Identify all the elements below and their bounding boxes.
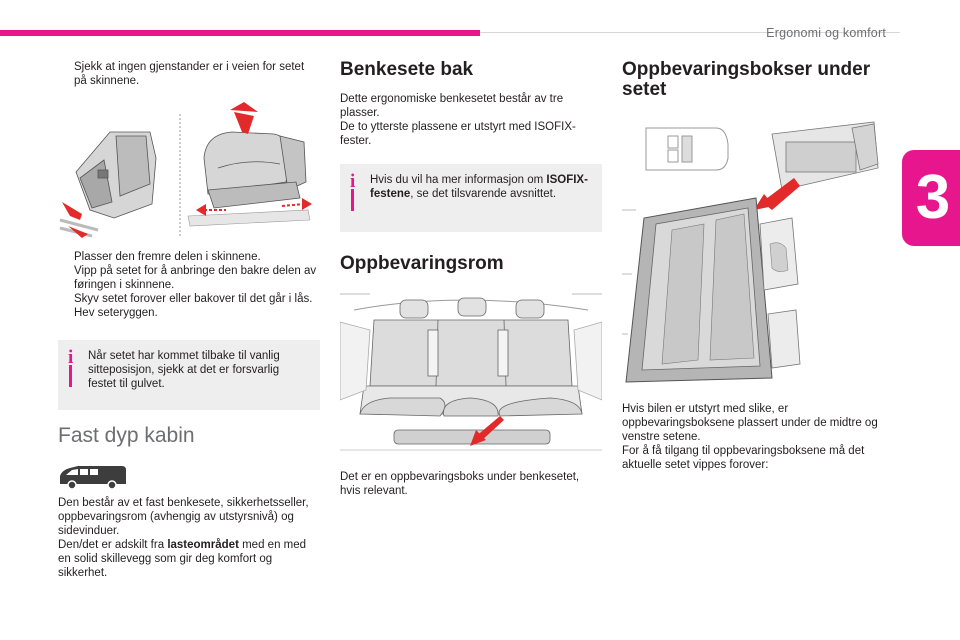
header-rule xyxy=(480,32,900,33)
underseat-text: For å få tilgang til oppbevaringsboksene… xyxy=(622,445,865,471)
storage-tray-drawing xyxy=(625,197,801,383)
cabin-desc-line: Den består av et fast benkesete, sikkerh… xyxy=(58,497,309,537)
instruction-text: Sjekk at ingen gjenstander er i veien fo… xyxy=(74,61,305,87)
instruction-text: Skyv setet forover eller bakover til det… xyxy=(74,293,313,305)
instruction-item: Sjekk at ingen gjenstander er i veien fo… xyxy=(58,60,320,88)
section-title-underseat: Oppbevaringsbokser under setet xyxy=(622,59,871,100)
column-right: Oppbevaringsbokser under setet xyxy=(622,60,884,472)
instruction-item: Vipp på setet for å anbringe den bakre d… xyxy=(58,264,320,292)
bench-text: De to ytterste plassene er utstyrt med I… xyxy=(340,121,576,147)
cabin-description: Den består av et fast benkesete, sikkerh… xyxy=(58,496,320,580)
column-left: Sjekk at ingen gjenstander er i veien fo… xyxy=(58,60,320,580)
instruction-text: Vipp på setet for å anbringe den bakre d… xyxy=(74,265,317,291)
info-icon: i xyxy=(350,171,356,211)
section-title: Fast dyp kabin xyxy=(58,424,195,447)
seat-rail-illustration xyxy=(58,98,320,238)
info-icon: i xyxy=(68,347,74,387)
section-title-bench: Benkesete bak xyxy=(340,59,474,80)
instruction-text: Plasser den fremre delen i skinnene. xyxy=(74,251,261,263)
underseat-description: Hvis bilen er utstyrt med slike, er oppb… xyxy=(622,402,884,472)
chapter-tab: 3 xyxy=(902,150,960,246)
section-title-storage: Oppbevaringsrom xyxy=(340,253,504,274)
chapter-title: Ergonomi og komfort xyxy=(766,26,886,40)
info-text: Når setet har kommet tilbake til vanlig … xyxy=(88,350,280,390)
info-box: i Når setet har kommet tilbake til vanli… xyxy=(58,340,320,410)
van-icon xyxy=(60,466,126,490)
desc-bold-term: lasteområdet xyxy=(167,539,239,551)
info-bold-term: ISOFIX-festene xyxy=(370,174,588,200)
cabin-desc-line: Den/det er adskilt fra lasteområdet med … xyxy=(58,538,320,580)
storage-text: Det er en oppbevaringsboks under benkese… xyxy=(340,471,580,497)
bench-text: Dette ergonomiske benkesetet består av t… xyxy=(340,93,564,119)
bench-description: Dette ergonomiske benkesetet består av t… xyxy=(340,92,602,148)
accent-bar xyxy=(0,30,480,36)
desc-text: Den/det er adskilt fra xyxy=(58,539,168,551)
bench-seat-drawing xyxy=(359,297,583,417)
seat-backs-drawing xyxy=(771,121,879,191)
car-topview-icon xyxy=(645,127,729,171)
instruction-text: Hev seteryggen. xyxy=(74,307,158,319)
rear-bench-illustration xyxy=(340,290,602,458)
underseat-text: Hvis bilen er utstyrt med slike, er oppb… xyxy=(622,403,878,443)
chapter-number: 3 xyxy=(915,163,951,232)
info-text: , se det tilsvarende avsnittet. xyxy=(410,188,557,200)
desc-text: med en med en solid skillevegg som gir d… xyxy=(58,539,307,579)
folded-seat-drawing xyxy=(75,131,157,219)
underseat-storage-illustration xyxy=(622,114,880,394)
column-middle: Benkesete bak Dette ergonomiske benkeset… xyxy=(340,60,602,498)
instruction-item: Hev seteryggen. xyxy=(58,306,320,320)
instruction-item: Skyv setet forover eller bakover til det… xyxy=(58,292,320,306)
instruction-item: Plasser den fremre delen i skinnene. xyxy=(58,250,320,264)
upright-seat-drawing xyxy=(203,131,307,209)
info-text: Hvis du vil ha mer informasjon om xyxy=(370,174,547,186)
info-box: i Hvis du vil ha mer informasjon om ISOF… xyxy=(340,164,602,232)
